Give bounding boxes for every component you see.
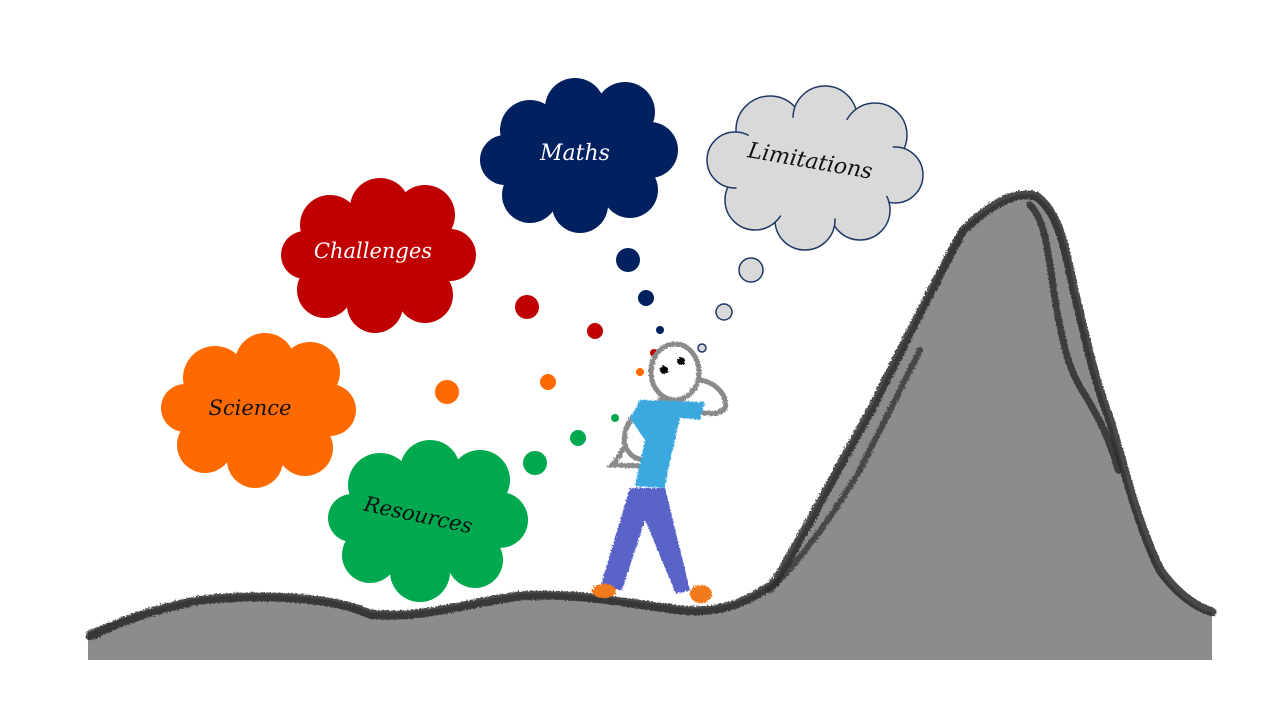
ridge-slope-line [767,347,923,593]
ridge-line [85,190,1217,641]
figure-trousers [600,488,690,594]
cloud-science: Science [161,333,356,488]
dot-science-2 [540,374,556,390]
dot-limitations-2 [715,303,733,321]
cloud-science-label: Science [208,396,291,420]
cloud-resources: Resources [328,440,528,602]
dot-resources-2 [570,430,586,446]
figure-shirt [630,400,705,488]
dot-maths-1 [616,248,640,272]
figure-head [648,341,702,403]
landscape [85,190,1217,661]
dot-challenges-1 [515,295,539,319]
stick-figure [592,341,728,603]
ridge-inner-line [1026,201,1122,474]
cloud-challenges: Challenges [281,178,476,333]
dot-science-1 [435,380,459,404]
dot-limitations-1 [738,257,764,283]
figure-eye-left [660,366,668,374]
thought-dots [435,248,764,475]
figure-eye-right [677,357,685,365]
cloud-maths: Maths [480,78,678,233]
dot-resources-3 [611,414,619,422]
ground-and-mountain [88,194,1212,661]
cloud-challenges-label: Challenges [314,239,432,263]
dot-maths-2 [638,290,654,306]
figure-shoe-left [592,584,616,598]
dot-challenges-2 [587,323,603,339]
dot-maths-3 [656,326,664,334]
cloud-maths-label: Maths [539,141,610,166]
cloud-limitations: Limitations [706,85,924,251]
dot-science-3 [636,368,644,376]
figure-shoe-right [690,585,712,603]
dot-resources-1 [523,451,547,475]
dot-limitations-3 [697,343,707,353]
